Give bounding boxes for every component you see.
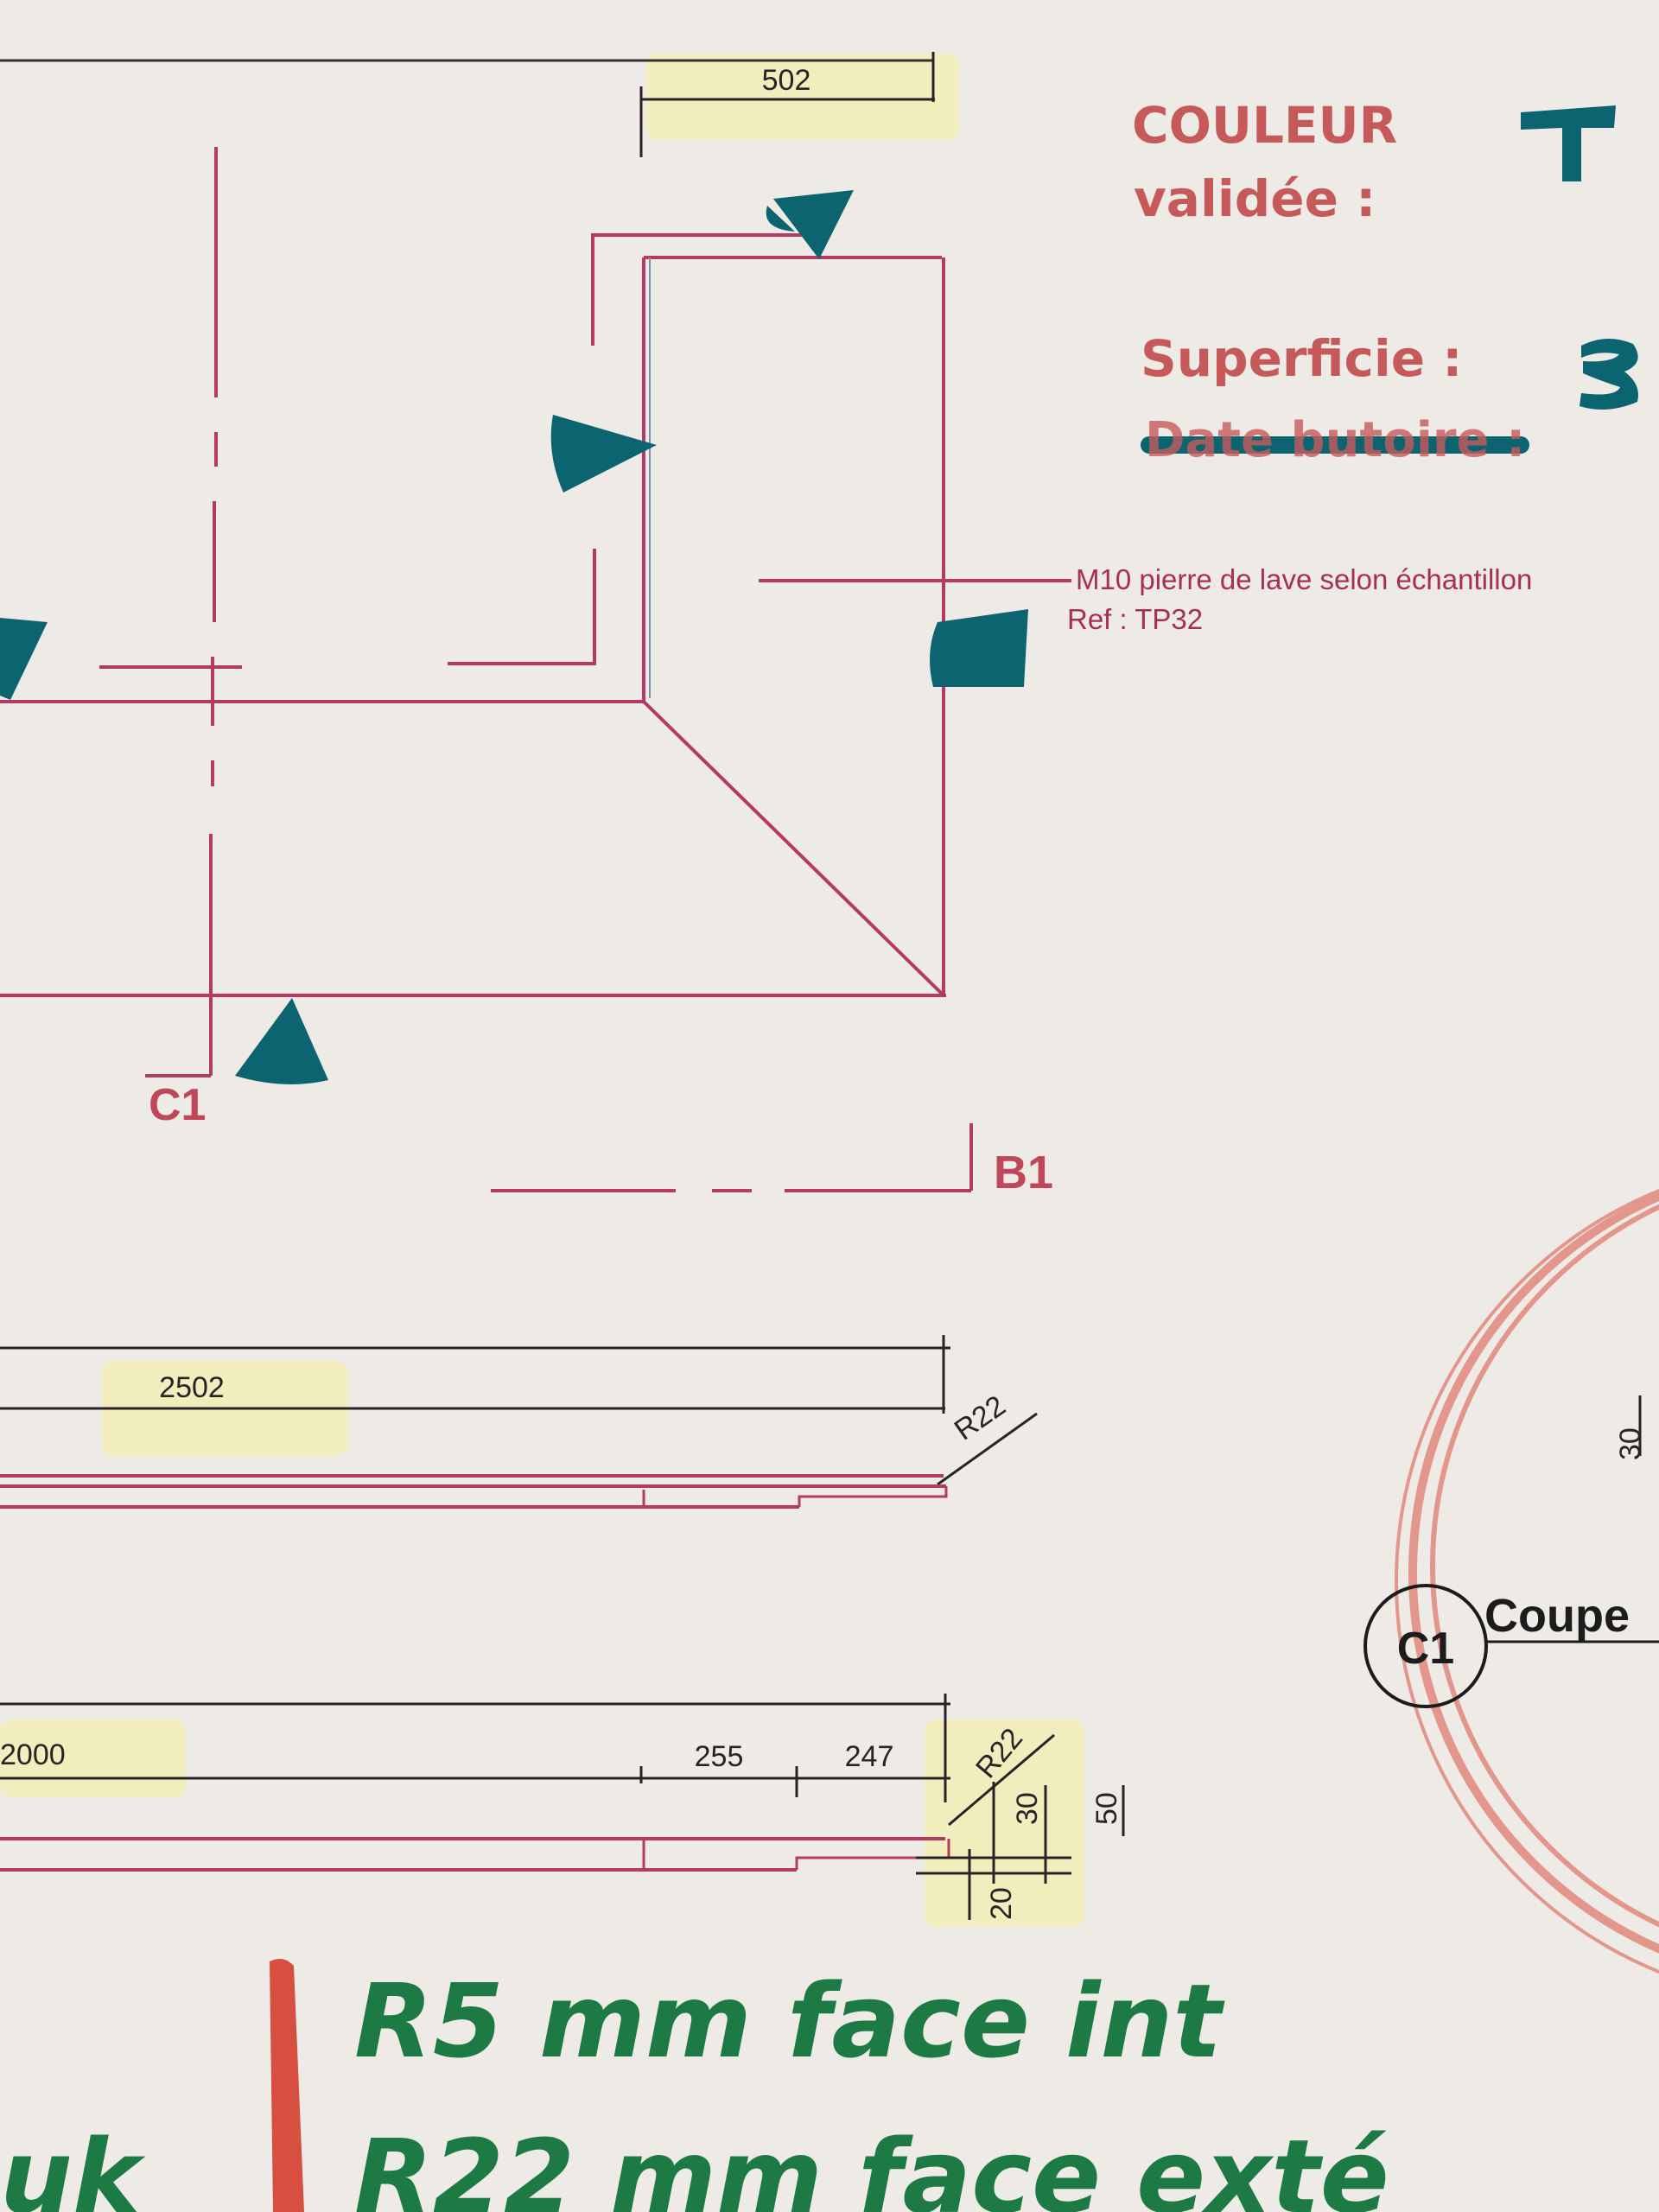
validee-label: validée : (1134, 169, 1376, 228)
material-note-line1: M10 pierre de lave selon échantillon (1076, 563, 1532, 595)
coupe-label: Coupe (1484, 1590, 1630, 1642)
dim-2502: 2502 (159, 1371, 225, 1404)
dim-247: 247 (845, 1740, 894, 1773)
r22-leader-b (948, 1733, 1055, 1827)
red-marker-stroke (270, 1958, 304, 2212)
bracket-top (591, 233, 830, 346)
couleur-label: COULEUR (1132, 96, 1397, 155)
section-bubble-c1 (1363, 1395, 1659, 1708)
teal-markers (0, 105, 1638, 1084)
r22-leader-a (937, 1412, 1038, 1486)
marker-bottom-icon (235, 998, 328, 1084)
dim-2000: 2000 (0, 1738, 66, 1771)
handwritten-area-mark (1580, 338, 1638, 410)
plan-view (0, 52, 1071, 1192)
handwritten-note-r22: R22 mm face exté (354, 2117, 1389, 2212)
marker-right-icon (930, 609, 1028, 687)
piece-diagonal (642, 700, 944, 995)
marker-edge-icon (0, 618, 48, 700)
dim-255: 255 (695, 1740, 744, 1773)
c1-circle (1363, 1584, 1488, 1708)
highlighter-marks (0, 54, 1084, 1927)
superficie-label: Superficie : (1141, 329, 1463, 388)
bracket-bottom (448, 549, 596, 665)
handwritten-note-uk: uk (0, 2117, 146, 2212)
material-note-line2: Ref : TP32 (1067, 603, 1203, 635)
dim-detail-30: 30 (1614, 1427, 1647, 1460)
slab2-step (795, 1839, 950, 1870)
dim-20: 20 (985, 1887, 1018, 1920)
orange-circle-mark (1395, 1189, 1659, 1974)
slab-step (798, 1486, 948, 1507)
bubble-label-c1: C1 (1397, 1624, 1454, 1674)
handwritten-color-t (1521, 105, 1616, 181)
elevation-view-1 (0, 1335, 1038, 1509)
section-label-b1: B1 (994, 1147, 1053, 1198)
date-butoire-label: Date butoire : (1145, 412, 1525, 468)
dim-50: 50 (1090, 1792, 1123, 1825)
handwritten-note-r5: R5 mm face int (354, 1961, 1226, 2081)
highlight-502 (646, 54, 959, 140)
elevation-view-2 (0, 1694, 1125, 1920)
section-label-c1: C1 (149, 1080, 206, 1130)
marker-top-icon (766, 190, 854, 259)
strike-through-deadline (1141, 436, 1529, 454)
dim-502: 502 (762, 64, 811, 97)
dim-30: 30 (1011, 1792, 1044, 1825)
marker-left-icon (550, 415, 657, 493)
